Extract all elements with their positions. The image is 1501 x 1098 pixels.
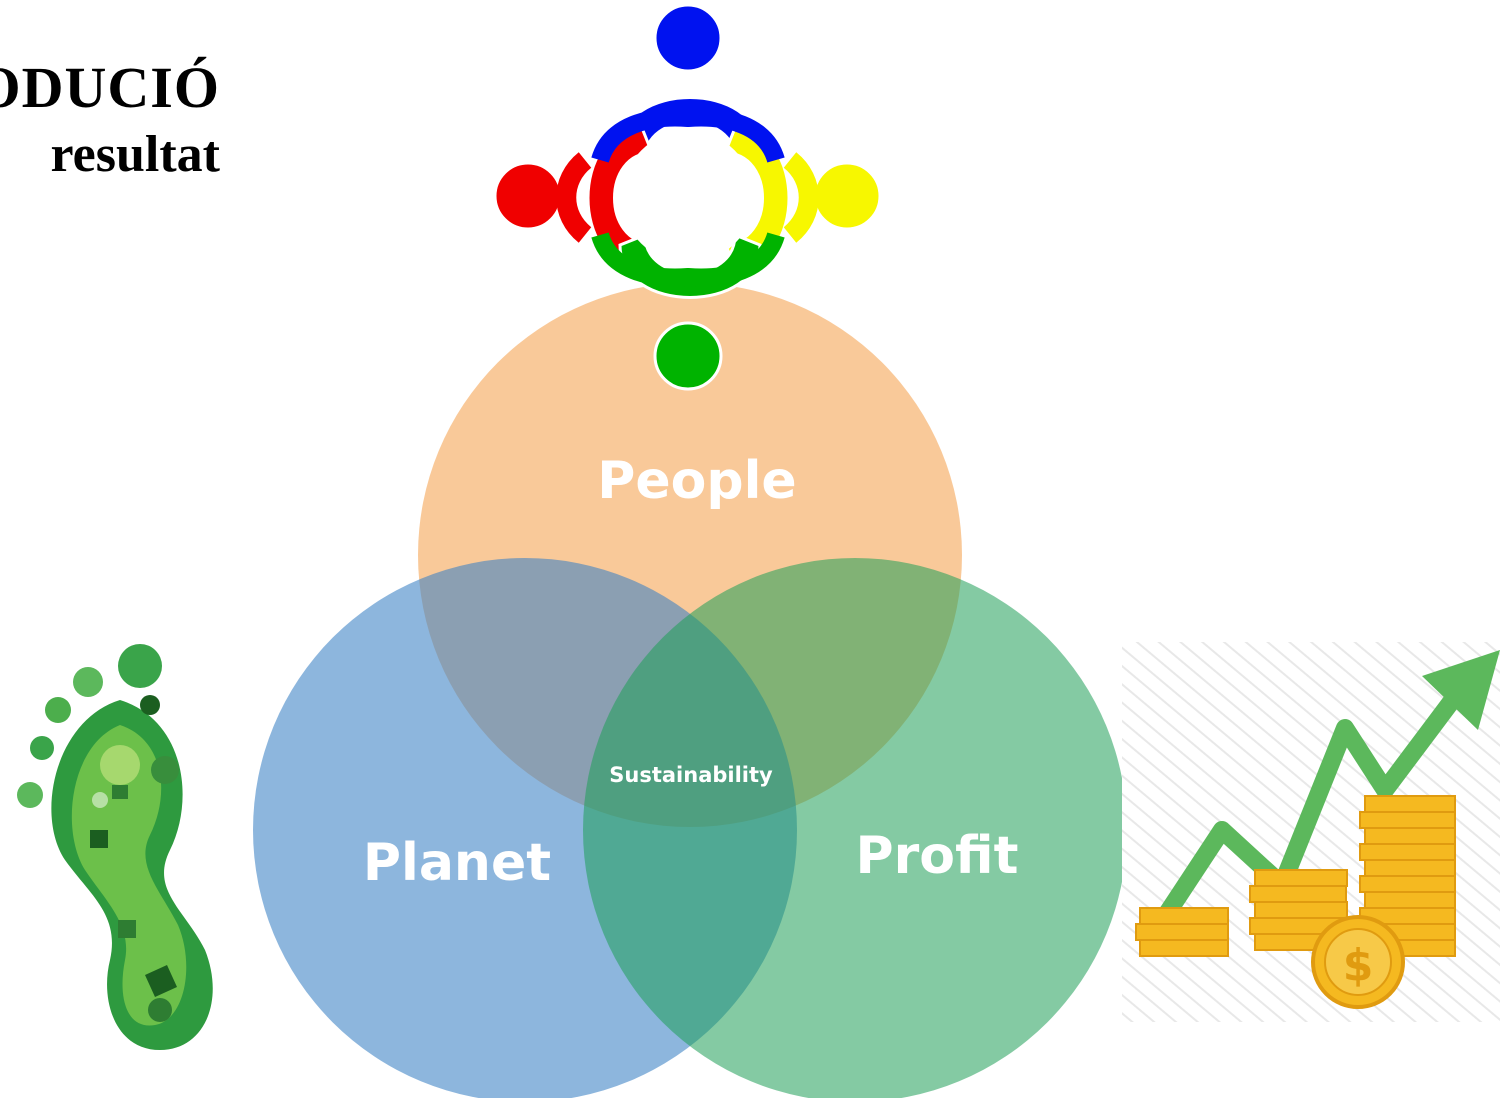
venn-label-people: People [597, 451, 796, 511]
venn-label-planet: Planet [363, 833, 551, 893]
slide-title-line1: ODUCIÓ [0, 55, 220, 120]
venn-label-sustainability: Sustainability [609, 763, 773, 787]
venn-label-profit: Profit [856, 826, 1019, 886]
svg-text:$: $ [1343, 940, 1374, 991]
people-circle-icon [493, 3, 882, 391]
slide-title: ODUCIÓ resultat [0, 52, 220, 186]
venn-diagram: People Planet Profit Sustainability [253, 283, 1127, 1098]
venn-circle-profit [583, 558, 1127, 1098]
coins-growth-chart-icon: $ [1122, 642, 1500, 1022]
slide-title-line2: resultat [50, 126, 220, 183]
eco-footprint-icon [17, 644, 213, 1050]
